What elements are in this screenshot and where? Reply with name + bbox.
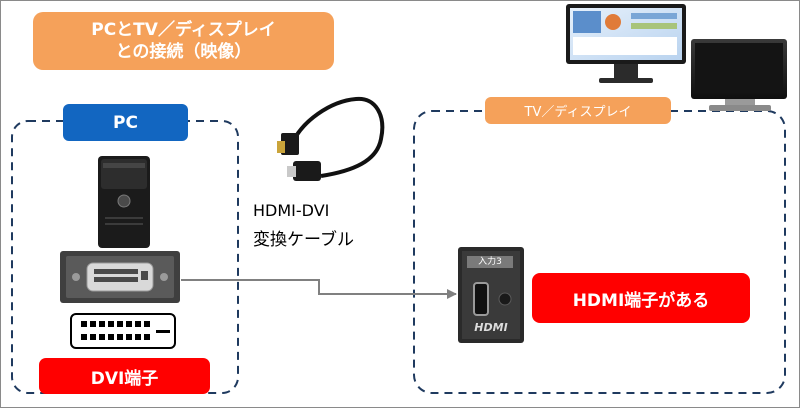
monitor-image [566, 4, 686, 83]
title-line-2: との接続（映像） [115, 42, 252, 62]
cable-label-line-1: HDMI-DVI [253, 201, 330, 220]
pc-tower-image [98, 156, 150, 248]
pc-section-label: PC [63, 104, 188, 141]
dvi-pin-diagram [70, 313, 176, 349]
title-box: PCとTV／ディスプレイ との接続（映像） [33, 12, 334, 70]
tv-image [691, 39, 787, 111]
hdmi-port-image [458, 247, 524, 343]
hdmi-logo-text: HDMI [474, 321, 508, 334]
hdmi-port-panel-label: 入力3 [478, 257, 502, 267]
dvi-port-image [60, 251, 180, 303]
hdmi-port-label: HDMI端子がある [532, 273, 750, 323]
hdmi-dvi-cable-image [277, 96, 385, 181]
cable-label-line-2: 変換ケーブル [253, 230, 354, 250]
dvi-port-label: DVI端子 [39, 358, 210, 394]
title-line-1: PCとTV／ディスプレイ [91, 20, 276, 40]
connection-arrow [181, 279, 457, 299]
tv-region-border [413, 110, 786, 394]
tv-section-label: TV／ディスプレイ [485, 97, 671, 124]
